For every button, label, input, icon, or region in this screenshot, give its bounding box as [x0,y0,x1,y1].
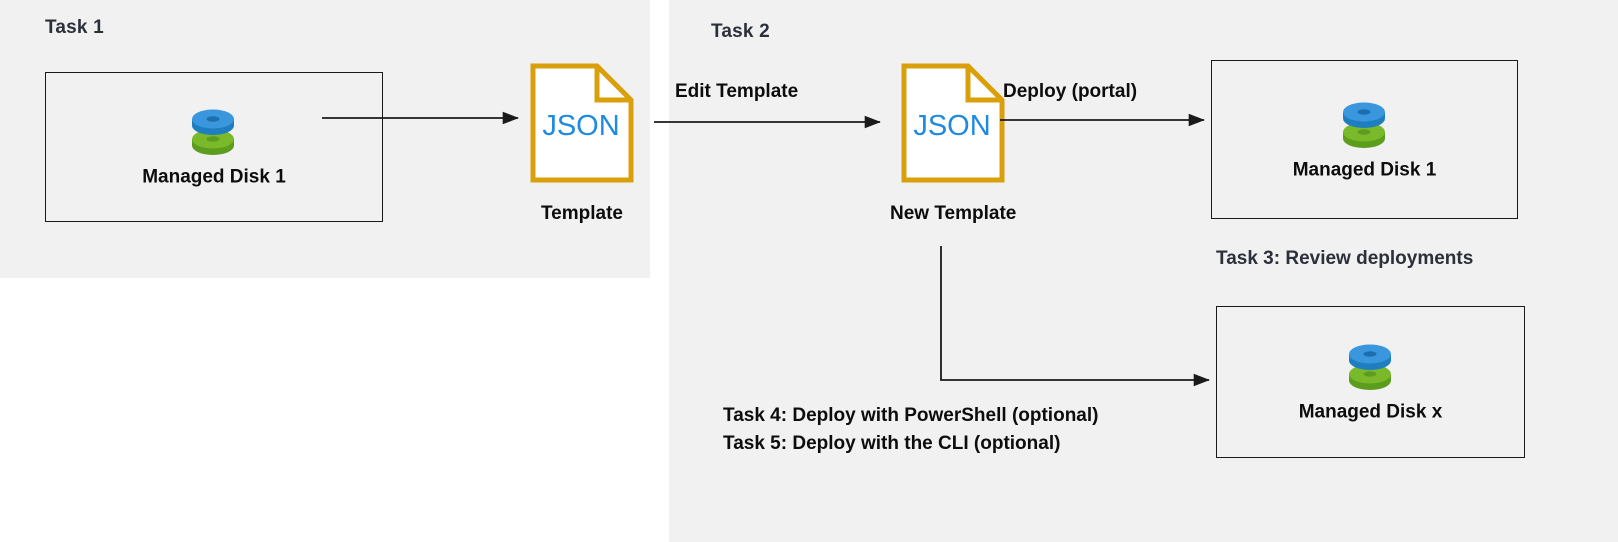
managed-disk-x-box: Managed Disk x [1216,306,1525,458]
managed-disk-1-label-left: Managed Disk 1 [142,166,286,188]
managed-disk-1-content-left: Managed Disk 1 [46,106,382,189]
task3-caption: Task 3: Review deployments [1216,248,1474,269]
template-file-group: JSON Template [529,62,635,225]
managed-disk-icon [1345,341,1397,395]
edit-template-connector-label: Edit Template [675,81,799,102]
template-file-caption: Template [540,203,623,224]
task5-caption: Task 5: Deploy with the CLI (optional) [723,433,1061,454]
managed-disk-x-label: Managed Disk x [1298,401,1443,423]
managed-disk-icon [188,106,240,160]
json-file-icon: JSON [529,62,635,189]
new-template-file-group: JSON New Template [890,62,1016,225]
svg-text:JSON: JSON [542,110,619,142]
managed-disk-1-label-right: Managed Disk 1 [1292,159,1437,180]
deploy-portal-connector-label: Deploy (portal) [1003,81,1138,102]
managed-disk-1-content-right: Managed Disk 1 [1212,98,1517,181]
task1-title: Task 1 [45,17,104,38]
json-file-icon: JSON [900,62,1006,189]
task4-caption: Task 4: Deploy with PowerShell (optional… [723,405,1099,426]
managed-disk-1-box-left: Managed Disk 1 [45,72,383,222]
managed-disk-x-content: Managed Disk x [1217,341,1524,424]
managed-disk-1-box-right: Managed Disk 1 [1211,60,1518,219]
managed-disk-icon [1339,98,1391,152]
svg-text:JSON: JSON [914,110,991,142]
task2-title: Task 2 [711,21,770,42]
new-template-file-caption: New Template [890,203,1017,224]
